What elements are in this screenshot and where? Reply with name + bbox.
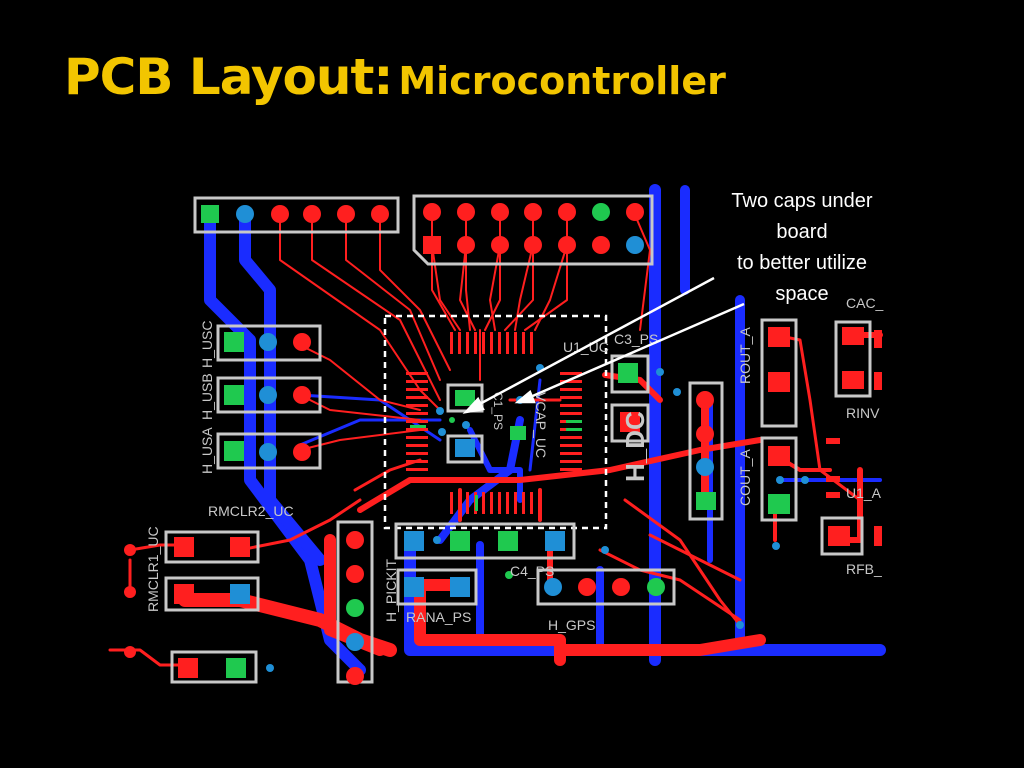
label-c3-ps: C3_PS	[614, 331, 658, 347]
label-rout-a: ROUT_A	[737, 327, 753, 384]
red-pads	[124, 203, 882, 685]
silkscreen-outlines	[164, 194, 872, 684]
label-h-usa: H_USA	[199, 427, 215, 474]
ic-pins	[406, 332, 582, 514]
label-h-usc: H_USC	[199, 321, 215, 368]
slide-title-main: PCB Layout:	[64, 48, 393, 106]
label-c1-ps: C1_PS	[491, 392, 505, 430]
mcu-outline	[383, 314, 608, 530]
label-h-gps: H_GPS	[548, 617, 595, 633]
callout-line-1: Two caps under	[731, 190, 873, 212]
green-pads	[201, 203, 790, 678]
label-rana-ps: RANA_PS	[406, 609, 471, 625]
label-rmclr1-uc: RMCLR1_UC	[145, 526, 161, 612]
callout-line-3: to better utilize	[736, 252, 868, 274]
callout-arrows	[462, 276, 745, 414]
label-u1-a: U1_A	[846, 485, 882, 501]
label-rfb: RFB_	[846, 561, 882, 577]
label-rinv: RINV	[846, 405, 880, 421]
label-cout-a: COUT_A	[737, 449, 753, 506]
label-h-dc: H_DC	[620, 411, 650, 482]
slide-title: PCB Layout:Microcontroller	[64, 48, 726, 106]
callout-note: Two caps under board to better utilize s…	[712, 186, 892, 310]
callout-line-2: board	[776, 221, 828, 243]
label-h-pickit: H_PICKIT	[383, 559, 399, 622]
label-cac: CAC_	[846, 295, 884, 311]
label-h-usb: H_USB	[199, 373, 215, 420]
label-c4-ps: C4_PS	[510, 563, 554, 579]
callout-line-4: space	[775, 283, 829, 305]
label-rmclr2-uc: RMCLR2_UC	[208, 503, 294, 519]
label-vcap-uc: VCAP_UC	[533, 392, 549, 458]
slide-title-sub: Microcontroller	[398, 59, 726, 103]
